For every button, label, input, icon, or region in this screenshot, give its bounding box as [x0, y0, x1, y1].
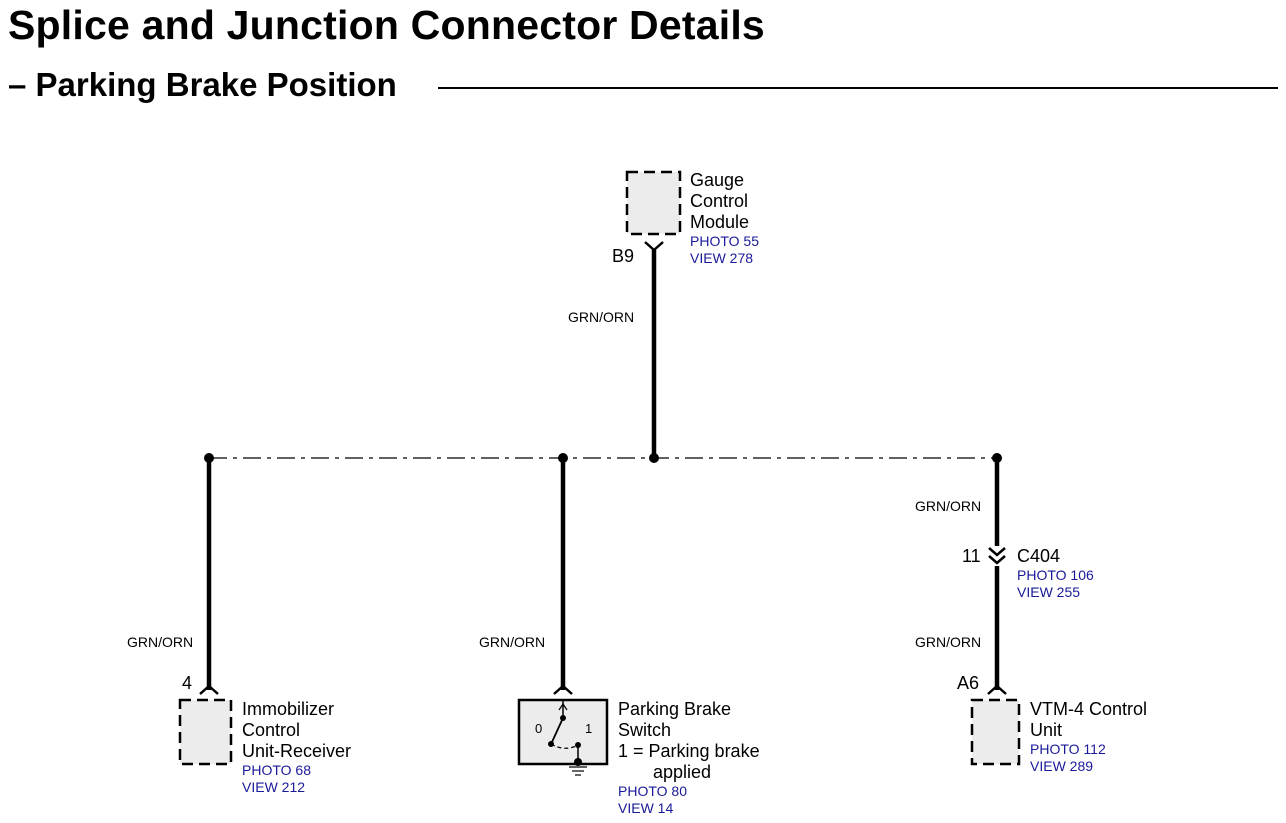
gcm-name: Gauge Control Module [690, 170, 749, 233]
wire-label-gcm: GRN/ORN [568, 309, 635, 325]
vtm-references: PHOTO 112 VIEW 289 [1030, 741, 1106, 775]
vtm-photo-link[interactable]: PHOTO 112 [1030, 741, 1106, 757]
icu-pin-label: 4 [182, 673, 193, 693]
icu-references: PHOTO 68 VIEW 212 [242, 762, 311, 796]
c404-name: C404 [1017, 546, 1061, 566]
c404-references: PHOTO 106 VIEW 255 [1017, 567, 1094, 601]
icu-name-line: Unit-Receiver [242, 741, 352, 761]
gcm-name-line: Module [690, 212, 750, 232]
vtm-pin-label: A6 [957, 673, 980, 693]
vtm-view-link[interactable]: VIEW 289 [1030, 758, 1094, 774]
vtm-name-line: VTM-4 Control [1030, 699, 1148, 719]
gcm-pin-label: B9 [612, 246, 635, 266]
switch-symbol [548, 700, 587, 776]
gcm-photo-link[interactable]: PHOTO 55 [690, 233, 759, 249]
immobilizer-control-unit-box[interactable] [178, 698, 233, 766]
section-title: – Parking Brake Position [8, 66, 411, 104]
pbs-name-line: 1 = Parking brake [618, 741, 760, 761]
icu-name: Immobilizer Control Unit-Receiver [242, 699, 351, 762]
wire-label-vtm-upper: GRN/ORN [915, 498, 982, 514]
pbs-name-line: Switch [618, 720, 672, 740]
wire-label-pbs: GRN/ORN [479, 634, 546, 650]
pbs-connector-pin [553, 684, 573, 695]
icu-view-link[interactable]: VIEW 212 [242, 779, 306, 795]
c404-photo-link[interactable]: PHOTO 106 [1017, 567, 1094, 583]
vtm4-control-unit-box[interactable] [970, 698, 1021, 766]
section-header: – Parking Brake Position [8, 66, 1278, 110]
pbs-name-line: applied [653, 762, 712, 782]
icu-photo-link[interactable]: PHOTO 68 [242, 762, 311, 778]
wire-label-vtm-lower: GRN/ORN [915, 634, 982, 650]
pbs-references: PHOTO 80 VIEW 14 [618, 783, 687, 817]
page-title: Splice and Junction Connector Details [8, 2, 765, 48]
gauge-control-module-box[interactable] [625, 170, 682, 236]
pbs-view-link[interactable]: VIEW 14 [618, 800, 674, 816]
vtm-name-line: Unit [1030, 720, 1063, 740]
c404-view-link[interactable]: VIEW 255 [1017, 584, 1081, 600]
gcm-references: PHOTO 55 VIEW 278 [690, 233, 759, 267]
pbs-name: Parking Brake Switch 1 = Parking brake a… [618, 699, 760, 783]
pbs-name-line: Parking Brake [618, 699, 732, 719]
wire-label-icu: GRN/ORN [127, 634, 194, 650]
gcm-name-line: Gauge [690, 170, 745, 190]
c404-pin-label: 11 [962, 546, 981, 566]
switch-position-1: 1 [585, 721, 592, 736]
pbs-photo-link[interactable]: PHOTO 80 [618, 783, 687, 799]
vtm-connector-pin [987, 684, 1007, 695]
icu-name-line: Immobilizer [242, 699, 335, 719]
gcm-view-link[interactable]: VIEW 278 [690, 250, 754, 266]
gcm-name-line: Control [690, 191, 749, 211]
subtitle-rule [438, 87, 1278, 89]
gcm-connector-pin [644, 241, 664, 252]
splice-point-gcm [649, 453, 659, 463]
c404-connector-symbol [988, 546, 1006, 566]
vtm-name: VTM-4 Control Unit [1030, 699, 1147, 741]
icu-connector-pin [199, 684, 219, 695]
icu-name-line: Control [242, 720, 301, 740]
switch-position-0: 0 [535, 721, 542, 736]
